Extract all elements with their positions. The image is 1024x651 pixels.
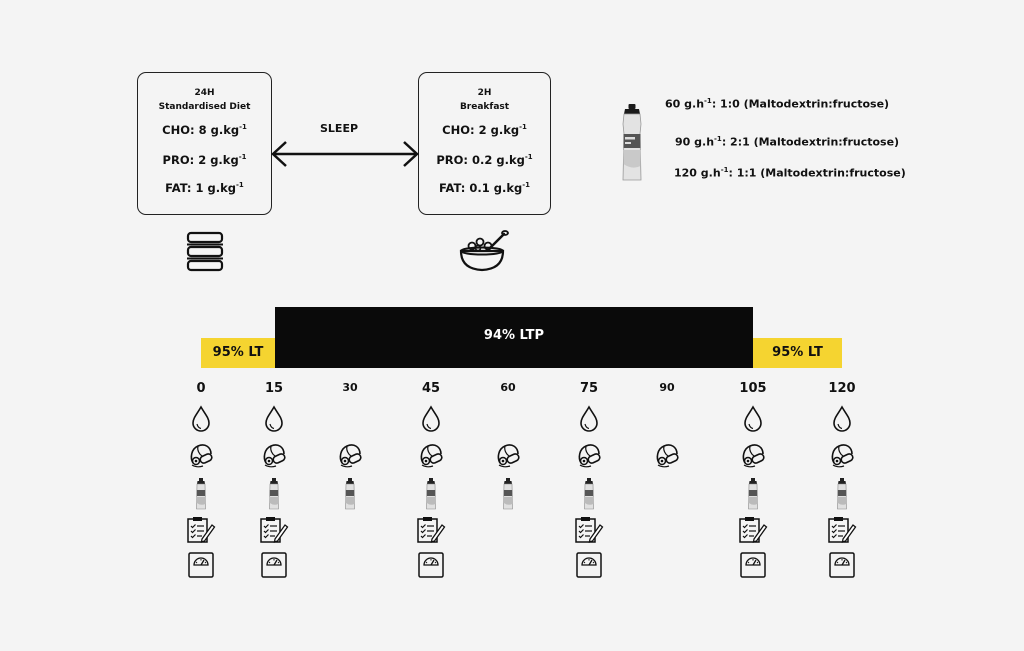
bottle-option-120-ratio: : 1:1 (Maltodextrin:fructose): [728, 166, 906, 180]
meal-24h-cho-text: CHO: 8 g.kg: [162, 123, 240, 137]
timepoint-label-75: 75: [579, 381, 599, 396]
meal-24h-cho-exp: -1: [239, 123, 247, 132]
cereal-bowl-icon: [459, 230, 509, 272]
lt-box-left: 95% LT: [201, 338, 275, 368]
questionnaire-clipboard-icon: [827, 516, 857, 548]
weighing-scale-icon: [187, 551, 215, 583]
lt-label-right: 95% LT: [772, 345, 823, 360]
timepoint-label-60: 60: [500, 381, 516, 394]
lt-box-right: 95% LT: [753, 338, 842, 368]
meal-2h-cho-text: CHO: 2 g.kg: [442, 123, 520, 137]
double-arrow-icon: [271, 141, 419, 167]
weighing-scale-icon: [260, 551, 288, 583]
drink-bottle-icon: [747, 478, 759, 514]
timepoint-label-0: 0: [196, 381, 206, 396]
weighing-scale-icon: [575, 551, 603, 583]
weighing-scale-icon: [828, 551, 856, 583]
gas-analysis-mask-icon: [260, 441, 288, 473]
timepoint-label-15: 15: [264, 381, 284, 396]
meal-24h-pro-exp: -1: [238, 153, 247, 162]
lt-label-left: 95% LT: [212, 345, 264, 360]
bottle-option-120: 120 g.h-1: 1:1 (Maltodextrin:fructose): [674, 166, 906, 180]
drink-bottle-icon: [502, 478, 514, 514]
meal-24h-title: 24H Standardised Diet: [138, 87, 271, 113]
meal-2h-title: 2H Breakfast: [419, 87, 550, 113]
meal-2h-fat-exp: -1: [522, 181, 530, 190]
bottle-option-120-exp: -1: [720, 166, 729, 174]
gas-analysis-mask-icon: [417, 441, 445, 473]
timepoint-label-30: 30: [342, 381, 358, 394]
bottle-option-60-exp: -1: [704, 97, 712, 105]
bottle-option-90-rate: 90 g.h: [675, 135, 715, 149]
bottle-option-60: 60 g.h-1: 1:0 (Maltodextrin:fructose): [665, 97, 889, 111]
drink-bottle-icon: [583, 478, 595, 514]
questionnaire-clipboard-icon: [738, 516, 768, 548]
meal-2h-pro: PRO: 0.2 g.kg-1: [419, 153, 550, 167]
blood-drop-icon: [190, 405, 212, 437]
ltp-label: 94% LTP: [483, 328, 545, 343]
sleep-label: SLEEP: [320, 122, 359, 135]
bottle-option-120-rate: 120 g.h: [674, 166, 721, 180]
gas-analysis-mask-icon: [828, 441, 856, 473]
weighing-scale-icon: [417, 551, 445, 583]
gas-analysis-mask-icon: [336, 441, 364, 473]
bottle-option-60-rate: 60 g.h: [665, 97, 705, 111]
drink-bottle-icon: [195, 478, 207, 514]
meal-24h-title-line1: 24H: [194, 88, 215, 98]
meal-24h-cho: CHO: 8 g.kg-1: [138, 123, 271, 137]
meal-box-24h: 24H Standardised Diet CHO: 8 g.kg-1 PRO:…: [137, 72, 272, 215]
meal-24h-title-line2: Standardised Diet: [158, 102, 251, 112]
timepoint-label-120: 120: [828, 381, 856, 396]
weighing-scale-icon: [739, 551, 767, 583]
meal-2h-title-line1: 2H: [477, 88, 492, 98]
timepoint-label-90: 90: [659, 381, 675, 394]
blood-drop-icon: [263, 405, 285, 437]
bottle-option-60-ratio: : 1:0 (Maltodextrin:fructose): [711, 97, 890, 111]
gas-analysis-mask-icon: [187, 441, 215, 473]
gas-analysis-mask-icon: [494, 441, 522, 473]
carbohydrate-drink-bottle-icon: [622, 104, 642, 181]
blood-drop-icon: [420, 405, 442, 437]
meal-2h-fat-text: FAT: 0.1 g.kg: [439, 181, 523, 195]
bottle-option-90-exp: -1: [714, 135, 722, 143]
bottle-option-90: 90 g.h-1: 2:1 (Maltodextrin:fructose): [675, 135, 899, 149]
meal-2h-pro-exp: -1: [524, 153, 533, 162]
gas-analysis-mask-icon: [575, 441, 603, 473]
meal-2h-fat: FAT: 0.1 g.kg-1: [419, 181, 550, 195]
questionnaire-clipboard-icon: [574, 516, 604, 548]
drink-bottle-icon: [268, 478, 280, 514]
questionnaire-clipboard-icon: [259, 516, 289, 548]
food-containers-icon: [186, 231, 224, 272]
meal-24h-fat-text: FAT: 1 g.kg: [165, 181, 237, 195]
ltp-intensity-bar: 94% LTP: [275, 307, 753, 368]
blood-drop-icon: [578, 405, 600, 437]
meal-24h-pro: PRO: 2 g.kg-1: [138, 153, 271, 167]
meal-2h-pro-text: PRO: 0.2 g.kg: [436, 153, 525, 167]
meal-24h-pro-text: PRO: 2 g.kg: [162, 153, 239, 167]
bottle-option-90-ratio: : 2:1 (Maltodextrin:fructose): [721, 135, 900, 149]
gas-analysis-mask-icon: [739, 441, 767, 473]
drink-bottle-icon: [344, 478, 356, 514]
questionnaire-clipboard-icon: [416, 516, 446, 548]
meal-24h-fat: FAT: 1 g.kg-1: [138, 181, 271, 195]
meal-box-2h: 2H Breakfast CHO: 2 g.kg-1 PRO: 0.2 g.kg…: [418, 72, 551, 215]
meal-2h-title-line2: Breakfast: [459, 102, 510, 112]
questionnaire-clipboard-icon: [186, 516, 216, 548]
drink-bottle-icon: [425, 478, 437, 514]
blood-drop-icon: [742, 405, 764, 437]
meal-24h-fat-exp: -1: [236, 181, 244, 190]
gas-analysis-mask-icon: [653, 441, 681, 473]
drink-bottle-icon: [836, 478, 848, 514]
timepoint-label-105: 105: [739, 381, 767, 396]
timepoint-label-45: 45: [421, 381, 441, 396]
meal-2h-cho-exp: -1: [519, 123, 527, 132]
blood-drop-icon: [831, 405, 853, 437]
meal-2h-cho: CHO: 2 g.kg-1: [419, 123, 550, 137]
